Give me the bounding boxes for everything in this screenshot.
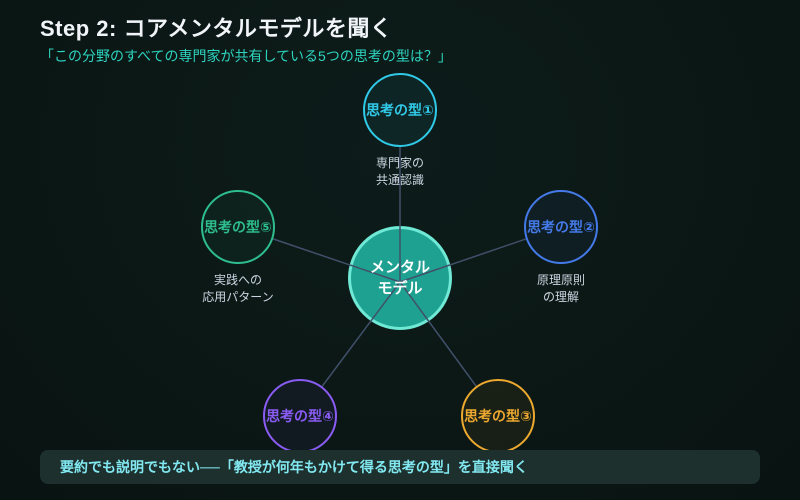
page-subtitle: 「この分野のすべての専門家が共有している5つの思考の型は？」 — [40, 48, 452, 64]
thinking-pattern-node: 思考の型⑤ — [201, 190, 275, 264]
thinking-pattern-node-label: 思考の型③ — [464, 408, 532, 424]
node-caption: 専門家の共通認識 — [376, 155, 424, 189]
thinking-pattern-node-label: 思考の型② — [527, 219, 595, 235]
node-caption: 実践への応用パターン — [202, 272, 273, 306]
page-title: Step 2: コアメンタルモデルを聞く — [40, 16, 393, 41]
node-caption-line: 原理原則 — [536, 273, 586, 287]
thinking-pattern-node-label: 思考の型④ — [266, 408, 334, 424]
thinking-pattern-node: 思考の型③ — [461, 379, 535, 453]
footer-callout-text: 要約でも説明でもない──「教授が何年もかけて得る思考の型」を直接聞く — [60, 459, 528, 475]
node-caption: 原理原則の理解 — [537, 272, 585, 306]
thinking-pattern-node: 思考の型① — [363, 73, 437, 147]
center-label-line1: メンタル — [369, 259, 430, 276]
footer-callout: 要約でも説明でもない──「教授が何年もかけて得る思考の型」を直接聞く — [40, 450, 760, 484]
node-caption-line: 応用パターン — [202, 290, 274, 304]
center-label-line2: モデル — [377, 280, 423, 297]
thinking-pattern-node-label: 思考の型① — [366, 102, 434, 118]
node-caption-line: 共通認識 — [375, 173, 425, 187]
mental-model-center-label: メンタル モデル — [348, 226, 452, 330]
thinking-pattern-node: 思考の型④ — [263, 379, 337, 453]
thinking-pattern-node-label: 思考の型⑤ — [204, 219, 272, 235]
node-caption-line: 専門家の — [375, 156, 425, 170]
thinking-pattern-node: 思考の型② — [524, 190, 598, 264]
node-caption-line: 実践への — [213, 273, 262, 287]
node-caption-line: の理解 — [542, 290, 580, 304]
